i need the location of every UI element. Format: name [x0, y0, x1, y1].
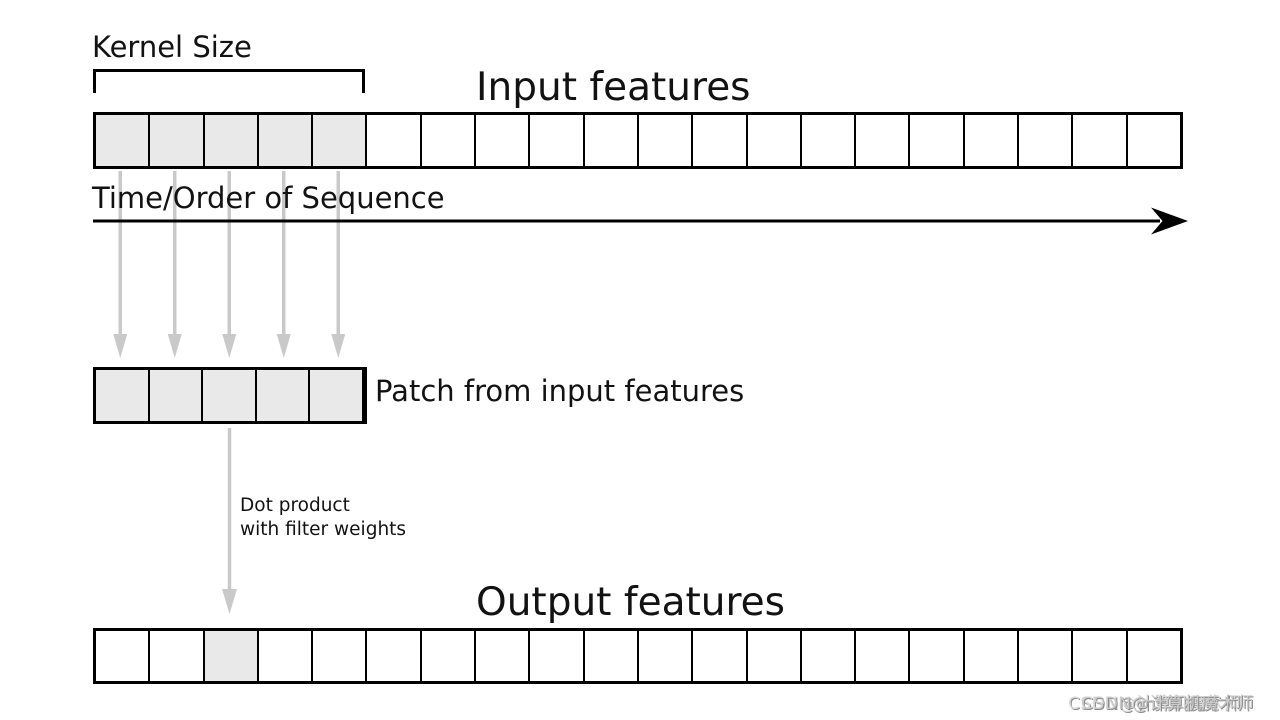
input-cell: [856, 115, 911, 166]
output-cell: [747, 631, 802, 681]
output-cell: [584, 631, 639, 681]
input-to-patch-arrow-head: [276, 334, 291, 358]
output-cell: [476, 631, 531, 681]
output-cell: [693, 631, 748, 681]
output-cell: [96, 631, 151, 681]
input-cell: [530, 115, 585, 166]
output-cell-highlighted: [204, 631, 259, 681]
output-cell: [1019, 631, 1074, 681]
kernel-size-bracket: [93, 69, 365, 93]
input-cell-highlighted: [150, 115, 205, 166]
watermark-text-back: CSDN@计算机魔术师: [1068, 694, 1241, 714]
input-cell: [476, 115, 531, 166]
input-cell-highlighted: [258, 115, 314, 166]
input-cell: [693, 115, 748, 166]
input-cell: [1019, 115, 1074, 166]
input-cell: [964, 115, 1020, 166]
output-cell: [856, 631, 911, 681]
output-cell: [150, 631, 205, 681]
input-cell-highlighted: [313, 115, 368, 166]
patch-row: [93, 367, 367, 424]
patch-cell-highlighted: [203, 370, 257, 421]
patch-cell-highlighted: [256, 370, 311, 421]
output-cell: [530, 631, 585, 681]
input-cell: [1073, 115, 1128, 166]
input-cell: [638, 115, 694, 166]
output-cell: [313, 631, 368, 681]
time-axis-label: Time/Order of Sequence: [92, 181, 445, 215]
output-cell: [910, 631, 965, 681]
output-cell: [964, 631, 1020, 681]
output-cell: [1127, 631, 1180, 681]
patch-cell-highlighted: [310, 370, 364, 421]
kernel-size-label: Kernel Size: [92, 30, 252, 64]
input-cell: [801, 115, 857, 166]
input-row: [93, 112, 1183, 169]
input-cell: [421, 115, 477, 166]
dot-product-line2: with filter weights: [240, 518, 407, 540]
input-to-patch-arrow-head: [113, 334, 128, 358]
input-cell: [1127, 115, 1180, 166]
input-features-title: Input features: [476, 65, 751, 110]
patch-to-output-arrow: [222, 428, 237, 614]
input-to-patch-arrow-head: [167, 334, 182, 358]
output-cell: [421, 631, 477, 681]
output-cell: [638, 631, 694, 681]
input-cell: [910, 115, 965, 166]
watermark: CSDN@计算机魔术师 CSDN@计算机魔术师: [1068, 689, 1280, 714]
input-cell: [584, 115, 639, 166]
output-cell: [367, 631, 422, 681]
output-cell: [801, 631, 857, 681]
patch-label: Patch from input features: [375, 374, 745, 408]
input-cell-highlighted: [96, 115, 151, 166]
output-cell: [1073, 631, 1128, 681]
input-to-patch-arrow-head: [331, 334, 346, 358]
watermark-text-front: CSDN@计算机魔术师: [1081, 694, 1254, 714]
input-cell: [747, 115, 802, 166]
input-to-patch-arrow-head: [222, 334, 237, 358]
dot-product-label: Dot product with filter weights: [240, 494, 406, 541]
patch-cell-highlighted: [149, 370, 204, 421]
dot-product-line1: Dot product: [240, 495, 350, 516]
output-features-title: Output features: [476, 580, 785, 625]
patch-cell-highlighted: [96, 370, 150, 421]
output-cell: [258, 631, 314, 681]
output-row: [93, 628, 1183, 684]
input-cell: [367, 115, 422, 166]
input-cell-highlighted: [204, 115, 259, 166]
